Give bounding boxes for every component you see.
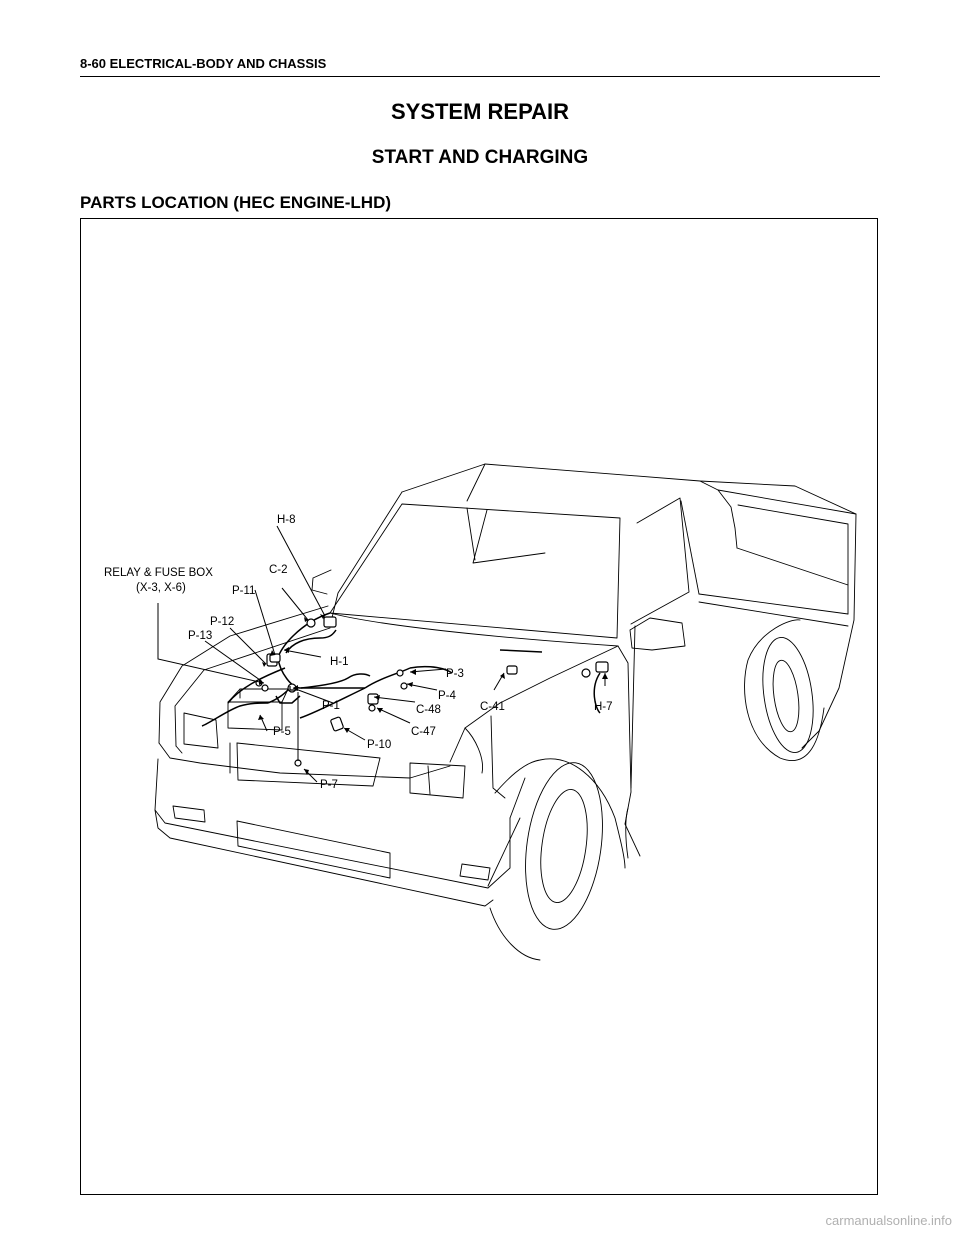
label-c41: C-41 (480, 701, 505, 713)
label-c48: C-48 (416, 704, 441, 716)
callout-labels: RELAY & FUSE BOX (X-3, X-6) H-8 C-2 P-11… (104, 514, 613, 791)
label-h1: H-1 (330, 656, 349, 668)
truck-wiring-diagram: RELAY & FUSE BOX (X-3, X-6) H-8 C-2 P-11… (104, 463, 857, 961)
label-p12: P-12 (210, 616, 234, 628)
leader-lines (157, 525, 606, 783)
page-subtitle: START AND CHARGING (371, 147, 589, 168)
section-heading: PARTS LOCATION (HEC ENGINE-LHD) (80, 193, 392, 212)
label-c47: C-47 (411, 726, 436, 738)
label-p7: P-7 (320, 779, 338, 791)
footer-watermark[interactable]: carmanualsonline.info (825, 1213, 952, 1228)
header-rule (80, 76, 880, 77)
label-p13: P-13 (188, 630, 212, 642)
page-header: 8-60 ELECTRICAL-BODY AND CHASSIS (80, 56, 327, 71)
relay-fuse-box-label: RELAY & FUSE BOX (104, 567, 213, 579)
relay-fuse-box-codes: (X-3, X-6) (136, 582, 186, 594)
label-p5: P-5 (273, 726, 291, 738)
label-p1: P-1 (322, 700, 340, 712)
label-p11: P-11 (232, 585, 255, 597)
diagram-frame (80, 218, 878, 1195)
label-c2: C-2 (269, 564, 288, 576)
leader-arrows (258, 614, 608, 775)
label-h8: H-8 (277, 514, 296, 526)
label-p10: P-10 (367, 739, 391, 751)
label-p3: P-3 (446, 668, 464, 680)
label-h7: H-7 (594, 701, 613, 713)
truck-outline (154, 463, 857, 961)
wiring-harness (201, 612, 601, 727)
label-p4: P-4 (438, 690, 457, 702)
page-title: SYSTEM REPAIR (390, 99, 570, 124)
